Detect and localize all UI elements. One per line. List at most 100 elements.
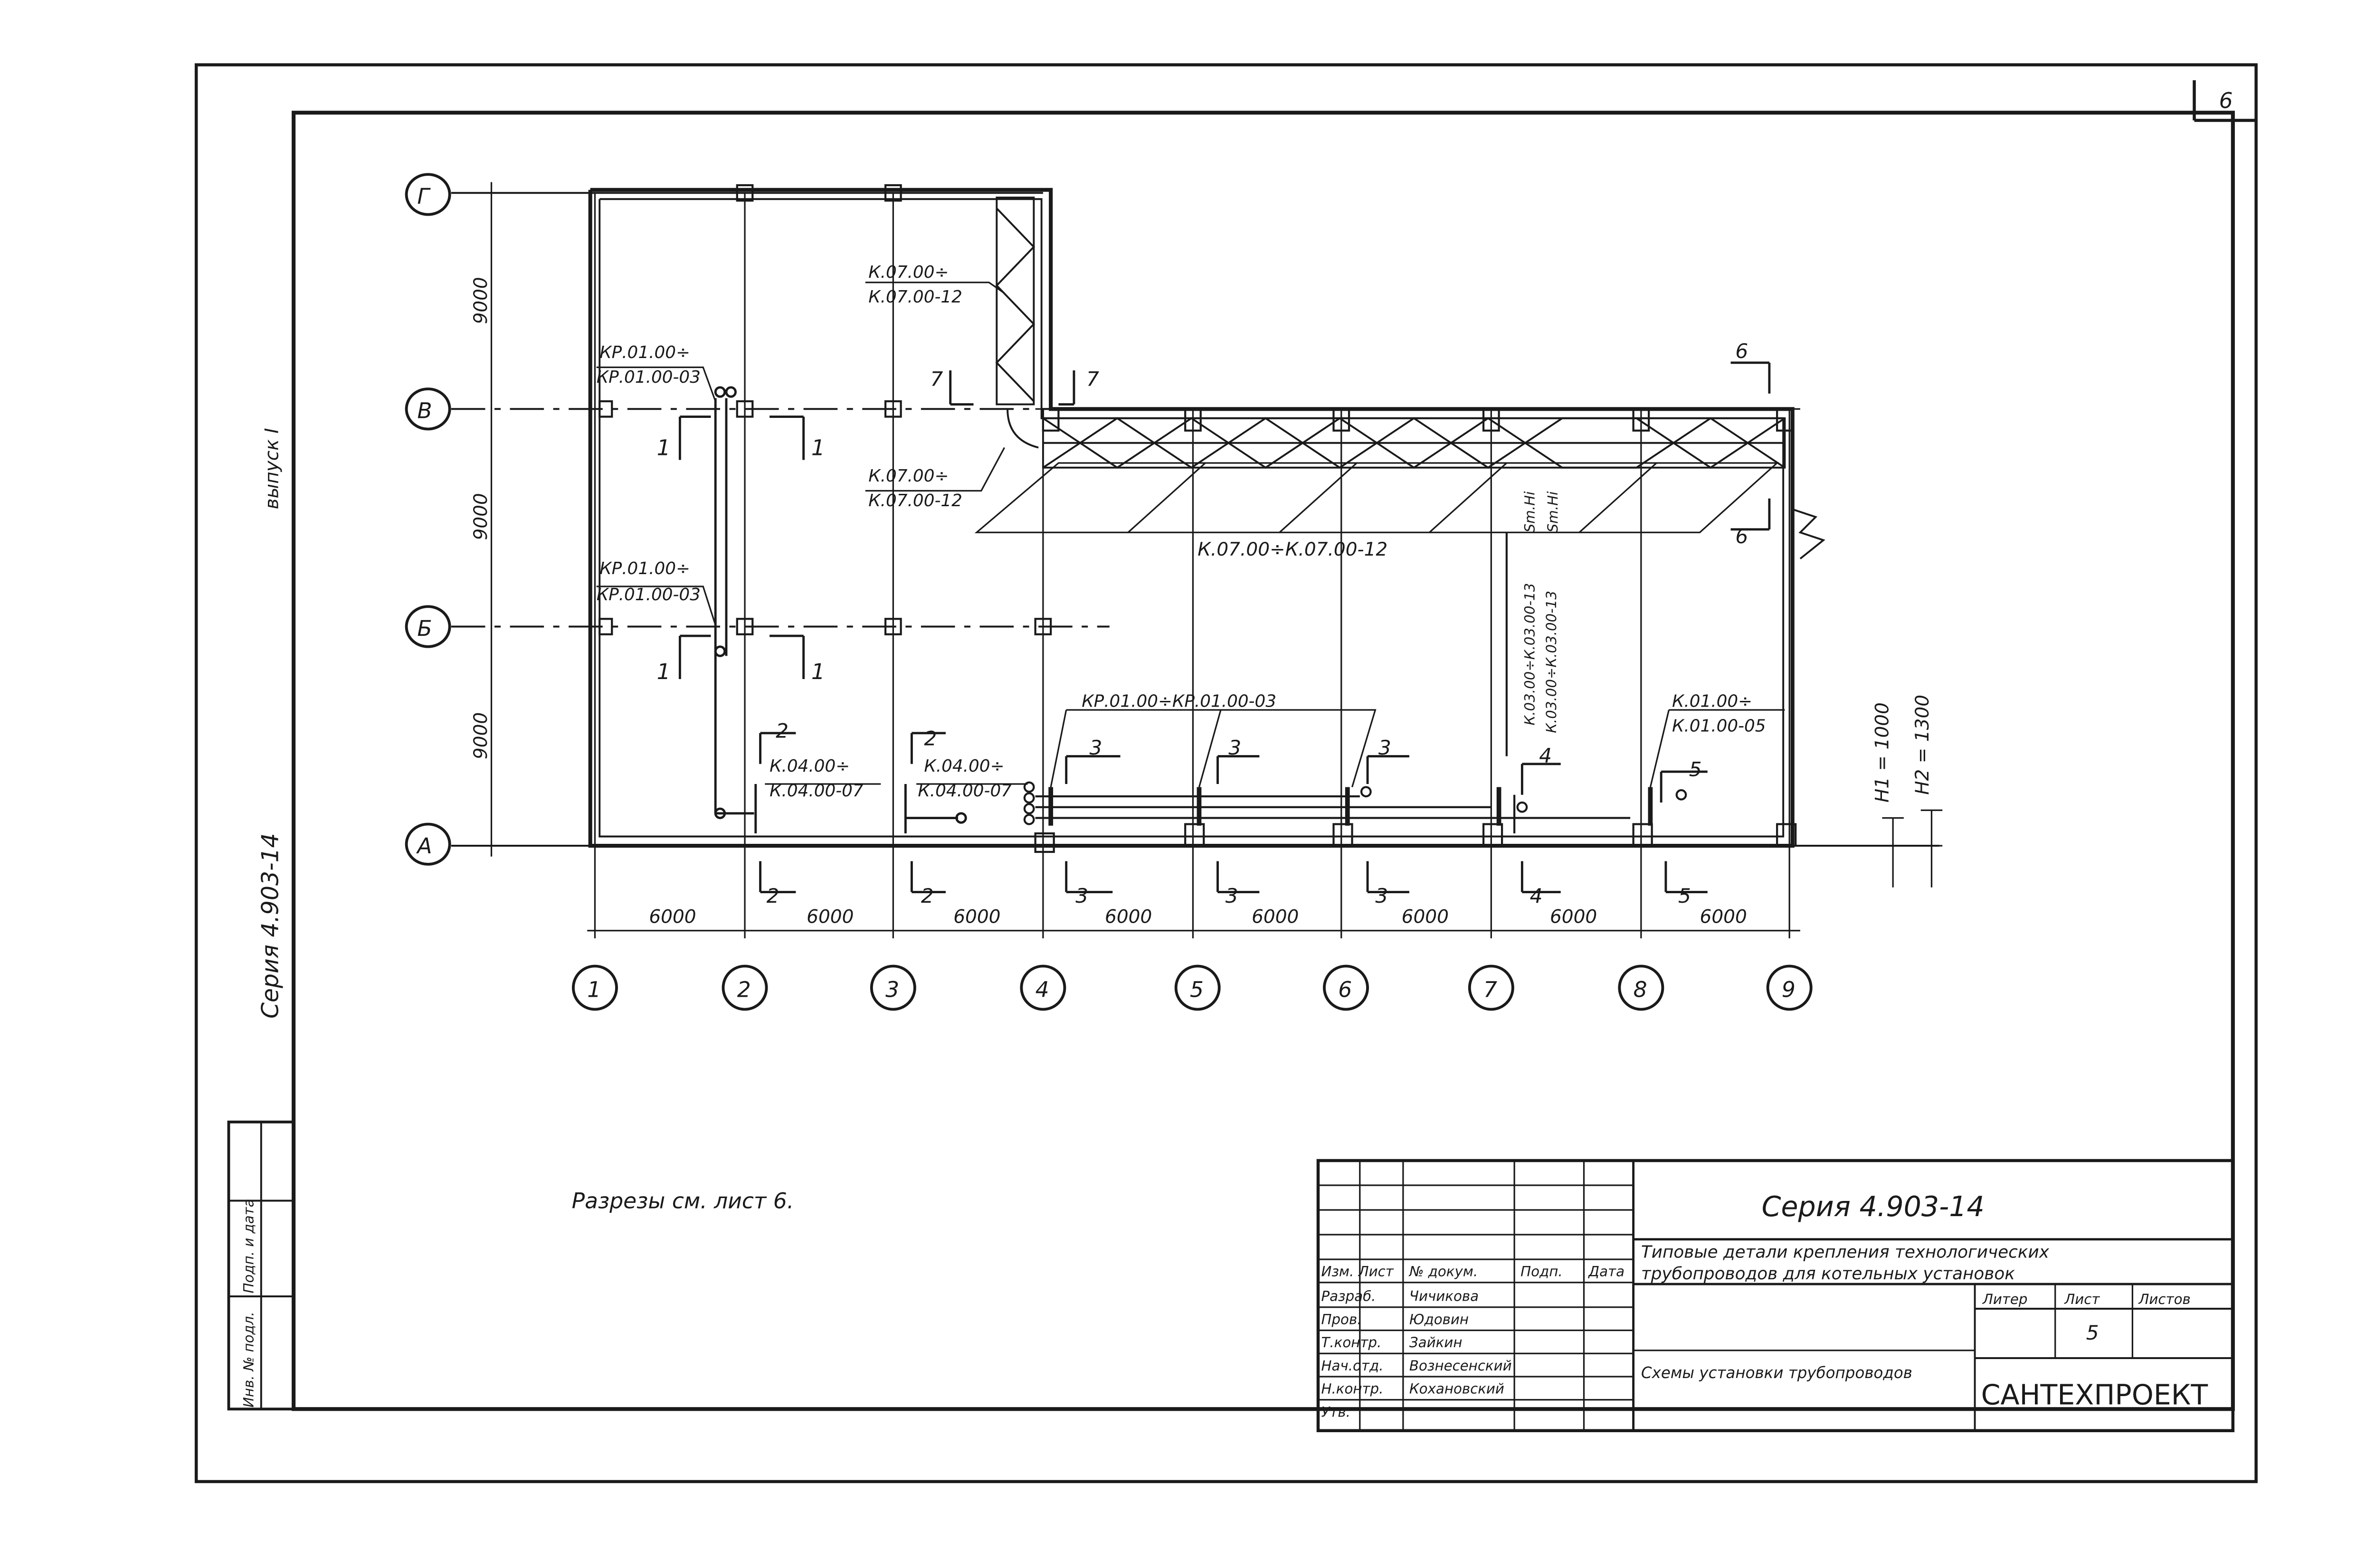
break-symbol [1792, 508, 1825, 560]
inner-frame [292, 111, 2235, 1411]
svg-text:3: 3 [1378, 736, 1391, 759]
sheets-header: Листов [2138, 1291, 2190, 1307]
svg-text:К.03.00÷К.03.00-13: К.03.00÷К.03.00-13 [1543, 591, 1559, 733]
svg-text:H1 = 1000: H1 = 1000 [1872, 702, 1893, 803]
svg-text:КР.01.00÷: КР.01.00÷ [599, 343, 690, 362]
svg-text:В: В [417, 398, 432, 424]
title-block: Серия 4.903-14 Типовые детали крепления … [1316, 1159, 2235, 1432]
title-line-1: Типовые детали крепления технологических [1641, 1243, 2050, 1262]
column-axis-lines [594, 193, 1790, 938]
row-axis-bubble: Б [405, 605, 451, 648]
column-axis-bubble: 9 [1766, 964, 1813, 1011]
svg-text:4: 4 [1036, 977, 1049, 1002]
row-axis-bubble: А [405, 822, 451, 866]
svg-text:9000: 9000 [470, 712, 492, 759]
left-stamp: Инв. № подл. Подп. и дата [227, 1120, 295, 1411]
svg-text:6000: 6000 [649, 907, 696, 928]
svg-text:К.03.00÷К.03.00-13: К.03.00÷К.03.00-13 [1521, 583, 1538, 726]
svg-text:К.07.00÷: К.07.00÷ [868, 466, 949, 486]
column-axis-bubble: 3 [870, 964, 916, 1011]
sheet-header: Лист [2064, 1291, 2100, 1307]
svg-text:КР.01.00÷КР.01.00-03: КР.01.00÷КР.01.00-03 [1082, 692, 1276, 711]
svg-text:6000: 6000 [1550, 907, 1597, 928]
svg-text:2: 2 [767, 884, 779, 907]
svg-text:Инв. № подл.: Инв. № подл. [241, 1312, 257, 1407]
svg-text:5: 5 [1190, 977, 1204, 1002]
mark-k07-long: К.07.00÷К.07.00-12 [1197, 539, 1387, 560]
svg-text:Нач.отд.: Нач.отд. [1321, 1358, 1383, 1374]
horizontal-truss [1042, 417, 1786, 469]
svg-text:5: 5 [1689, 758, 1702, 781]
column-axis-bubble: 7 [1468, 964, 1514, 1011]
svg-text:4: 4 [1539, 744, 1552, 767]
svg-text:К.01.00÷: К.01.00÷ [1672, 692, 1752, 711]
svg-text:3: 3 [885, 977, 899, 1002]
svg-text:6000: 6000 [1700, 907, 1747, 928]
svg-text:Изм. Лист: Изм. Лист [1321, 1264, 1394, 1280]
side-issue-label: выпуск I [262, 428, 283, 509]
svg-text:Подп. и дата: Подп. и дата [241, 1199, 257, 1293]
svg-text:2: 2 [737, 977, 751, 1002]
svg-text:6: 6 [1735, 340, 1748, 363]
column-axis-bubble: 1 [572, 964, 618, 1011]
svg-text:Чичикова: Чичикова [1409, 1288, 1479, 1304]
svg-text:3: 3 [1375, 884, 1388, 907]
building-outline [588, 188, 1795, 848]
svg-text:3: 3 [1089, 736, 1102, 759]
svg-text:Б: Б [417, 616, 432, 641]
svg-text:Пров.: Пров. [1321, 1312, 1361, 1328]
svg-text:8: 8 [1634, 977, 1647, 1002]
vertical-truss [995, 197, 1039, 449]
signature-rows: Изм. Лист № докум. Подп. Дата Разраб. Чи… [1321, 1264, 1624, 1420]
truss-leader-block [974, 462, 1779, 533]
drawing-name: Схемы установки трубопроводов [1641, 1364, 1912, 1382]
svg-text:К.07.00÷: К.07.00÷ [868, 263, 949, 282]
section-cut-markers [678, 361, 1771, 893]
svg-text:Утв.: Утв. [1321, 1404, 1350, 1420]
svg-text:2: 2 [924, 727, 937, 750]
row-axis-bubbles: Г В Б А [405, 173, 451, 866]
svg-text:Кохановский: Кохановский [1409, 1381, 1504, 1397]
column-dimension-texts: 6000 6000 6000 6000 6000 6000 6000 6000 [649, 907, 1747, 928]
svg-text:6000: 6000 [1105, 907, 1152, 928]
column-axis-bubble: 6 [1323, 964, 1369, 1011]
svg-text:КР.01.00÷: КР.01.00÷ [599, 559, 690, 578]
leader-lines [596, 282, 1785, 787]
svg-text:К.04.00÷: К.04.00÷ [770, 756, 850, 776]
svg-text:К.04.00-07: К.04.00-07 [770, 781, 864, 801]
column-axis-bubble: 5 [1174, 964, 1221, 1011]
svg-text:КР.01.00-03: КР.01.00-03 [597, 585, 701, 605]
svg-text:Sm.Hi: Sm.Hi [1545, 491, 1561, 532]
height-labels: H1 = 1000 H2 = 1300 [1872, 695, 1933, 803]
svg-text:К.07.00-12: К.07.00-12 [868, 491, 962, 510]
sheet-value: 5 [2086, 1321, 2099, 1344]
svg-text:6000: 6000 [807, 907, 854, 928]
company-name: САНТЕХПРОЕКТ [1981, 1379, 2208, 1411]
svg-text:7: 7 [1086, 368, 1099, 391]
svg-text:7: 7 [930, 368, 943, 391]
svg-text:Зайкин: Зайкин [1409, 1334, 1463, 1351]
row-axis-bubble: В [405, 387, 451, 431]
section-numbers: 1 1 1 1 7 7 6 6 2 2 2 2 3 3 3 3 3 3 4 4 … [657, 340, 1748, 907]
svg-text:4: 4 [1530, 884, 1543, 907]
svg-text:H2 = 1300: H2 = 1300 [1912, 695, 1933, 795]
svg-text:6000: 6000 [1252, 907, 1299, 928]
row-axis-bubble: Г [405, 173, 451, 216]
title-series: Серия 4.903-14 [1762, 1190, 1985, 1223]
svg-text:К.04.00-07: К.04.00-07 [918, 781, 1012, 801]
pipe-risers [714, 386, 967, 833]
title-line-2: трубопроводов для котельных установок [1641, 1264, 2015, 1284]
sheet-number: 6 [2219, 88, 2233, 113]
svg-text:КР.01.00-03: КР.01.00-03 [597, 368, 701, 387]
svg-text:Юдовин: Юдовин [1409, 1312, 1469, 1328]
svg-text:2: 2 [776, 719, 788, 743]
column-axis-bubbles: 1 2 3 4 5 6 7 8 9 [572, 964, 1813, 1011]
svg-text:Sm.Hi: Sm.Hi [1521, 491, 1538, 532]
svg-text:К.04.00÷: К.04.00÷ [924, 756, 1004, 776]
column-axis-bubble: 2 [722, 964, 768, 1011]
side-series-label: Серия 4.903-14 [257, 833, 284, 1019]
outer-sheet-border [194, 63, 2258, 1483]
svg-text:9000: 9000 [470, 493, 492, 540]
svg-text:Подп.: Подп. [1520, 1264, 1563, 1280]
